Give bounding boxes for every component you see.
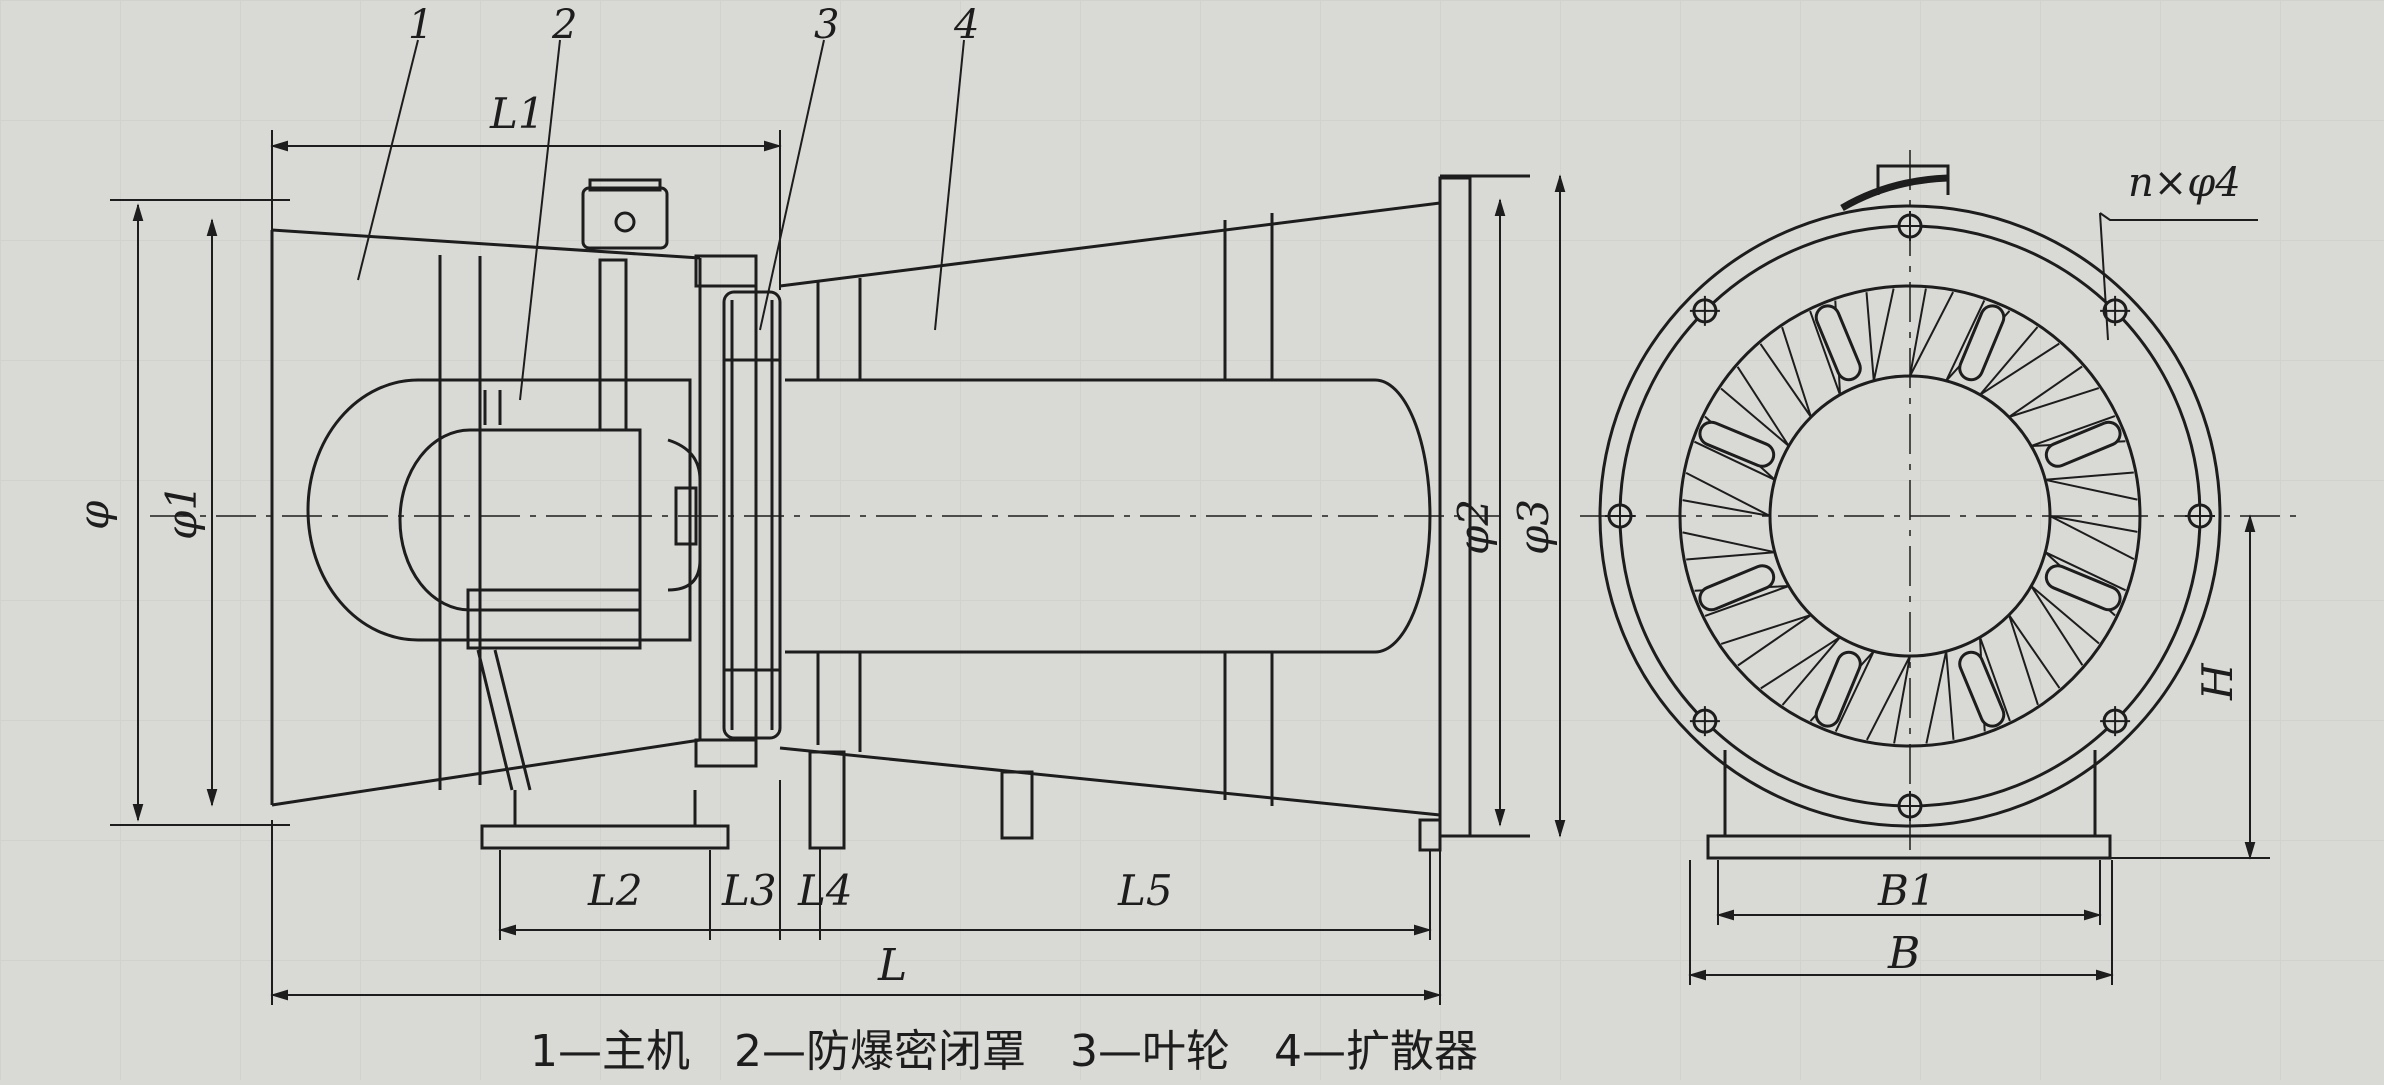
bolt-hole-cross [1605, 501, 1635, 531]
guide-vane [2049, 515, 2138, 560]
labels: 1 2 3 4 L1 φ φ1 φ2 φ3 L2 L3 L4 L5 L n×φ4… [69, 2, 2242, 991]
hub-slots [1698, 304, 2122, 728]
front-dimensions [1688, 212, 2270, 985]
hub-slot [2047, 567, 2119, 609]
bolt-hole-cross [1689, 295, 1720, 326]
hub-slot [1961, 307, 2003, 379]
callout-1: 1 [408, 2, 433, 48]
mid-flange [667, 254, 758, 768]
guide-vane [1720, 366, 1790, 447]
hub-slot [1817, 653, 1859, 725]
dim-label-phi1: φ1 [157, 484, 206, 540]
guide-vane [2008, 365, 2100, 418]
bolt-hole-cross [1689, 706, 1720, 737]
guide-vane [1760, 636, 1841, 706]
hub-slot [1961, 653, 2003, 725]
inlet-cone [270, 228, 701, 807]
guide-vane [2030, 585, 2100, 666]
explosion-proof-enclosure [306, 178, 692, 791]
bolt-hole-cross [1895, 211, 1925, 241]
callout-4: 4 [953, 2, 979, 48]
guide-vane [1909, 288, 1954, 377]
guide-vane [2044, 471, 2138, 501]
bolt-hole-cross [2100, 706, 2131, 737]
dimension-lines [110, 130, 1566, 1005]
bolt-holes [1605, 211, 2215, 821]
bolt-hole-cross [1895, 791, 1925, 821]
guide-vane [1759, 326, 1812, 418]
guide-vane [1979, 326, 2060, 396]
front-base [1706, 750, 2112, 860]
hub-slot [1701, 423, 1773, 465]
callout-leaders [357, 39, 965, 401]
guide-vane [1720, 614, 1812, 667]
dim-label-H: H [2193, 662, 2242, 701]
guide-vane [1682, 531, 1776, 561]
dim-label-L2: L2 [587, 866, 643, 915]
dim-label-L4: L4 [797, 866, 853, 915]
hub-slot [1817, 307, 1859, 379]
side-view [110, 39, 1566, 1005]
dim-label-B: B [1887, 928, 1920, 979]
guide-vane [1865, 288, 1895, 382]
figure-caption: 1—主机 2—防爆密闭罩 3—叶轮 4—扩散器 [530, 1026, 1478, 1077]
dim-label-B1: B1 [1877, 866, 1936, 915]
hub-slot [2047, 423, 2119, 465]
dim-label-L3: L3 [721, 866, 777, 915]
dim-label-L: L [877, 940, 907, 991]
impeller [722, 290, 782, 740]
dim-label-L5: L5 [1117, 866, 1173, 915]
guide-vane [1925, 650, 1955, 744]
bolt-hole-cross [2100, 295, 2131, 326]
diffuser-outlet-ring [1678, 284, 2142, 748]
motor-base [480, 790, 730, 850]
front-view [1580, 150, 2300, 985]
guide-vane [1866, 655, 1911, 744]
callout-3: 3 [814, 2, 839, 48]
callout-2: 2 [551, 2, 577, 48]
bolt-hole-cross [2185, 501, 2215, 531]
hub-slot [1701, 567, 1773, 609]
diffuser [779, 174, 1530, 852]
dim-label-L1: L1 [489, 89, 545, 138]
guide-vane [2008, 614, 2061, 706]
dim-label-phi3: φ3 [1509, 499, 1558, 555]
guide-vane [1682, 472, 1771, 517]
dim-label-phi2: φ2 [1449, 499, 1498, 555]
outer-flange-ring [1598, 204, 2222, 828]
dim-label-nphi4: n×φ4 [2128, 160, 2241, 206]
dim-label-phi: φ [69, 500, 118, 530]
